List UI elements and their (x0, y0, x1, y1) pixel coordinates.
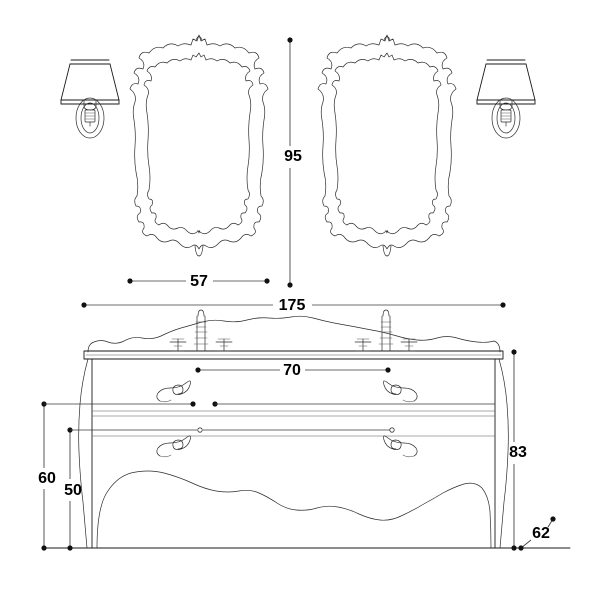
faucet-handle-right-a (354, 338, 372, 352)
faucet-right (354, 309, 418, 352)
dimension-label-83: 83 (509, 444, 527, 461)
dimension-label-50: 50 (64, 482, 82, 499)
drawer-pull-lower-right (383, 435, 418, 458)
dimension-vanity-height: 83 (509, 349, 527, 551)
faucet-handle-left-a (169, 338, 187, 352)
faucet-handle-right-b (400, 338, 418, 352)
drawer-pull-upper-right (383, 380, 418, 403)
mirror-left (129, 34, 269, 257)
dimension-mirror-height: 95 (284, 37, 302, 288)
dimension-label-62: 62 (532, 525, 550, 542)
dimension-label-70: 70 (283, 362, 301, 379)
dimension-mirror-width: 57 (127, 273, 270, 290)
vanity-unit (43, 309, 571, 549)
drawer-pull-upper-left (156, 380, 191, 403)
sconce-left (60, 59, 120, 139)
faucet-handle-left-b (215, 338, 233, 352)
dimension-height-50: 50 (64, 427, 395, 551)
dimension-basin-spacing: 70 (195, 362, 391, 379)
dimension-vanity-width: 175 (81, 297, 506, 314)
dimension-label-95: 95 (284, 148, 302, 165)
dimension-depth-leader: 62 (518, 516, 556, 551)
drawer-pull-lower-left (156, 435, 191, 458)
dimension-height-60: 60 (38, 401, 495, 551)
sconce-right (476, 59, 536, 139)
dimension-label-60: 60 (38, 470, 56, 487)
dimension-label-175: 175 (279, 297, 306, 314)
mirror-right (317, 34, 457, 257)
dimension-label-57: 57 (190, 273, 208, 290)
faucet-left (169, 309, 233, 352)
